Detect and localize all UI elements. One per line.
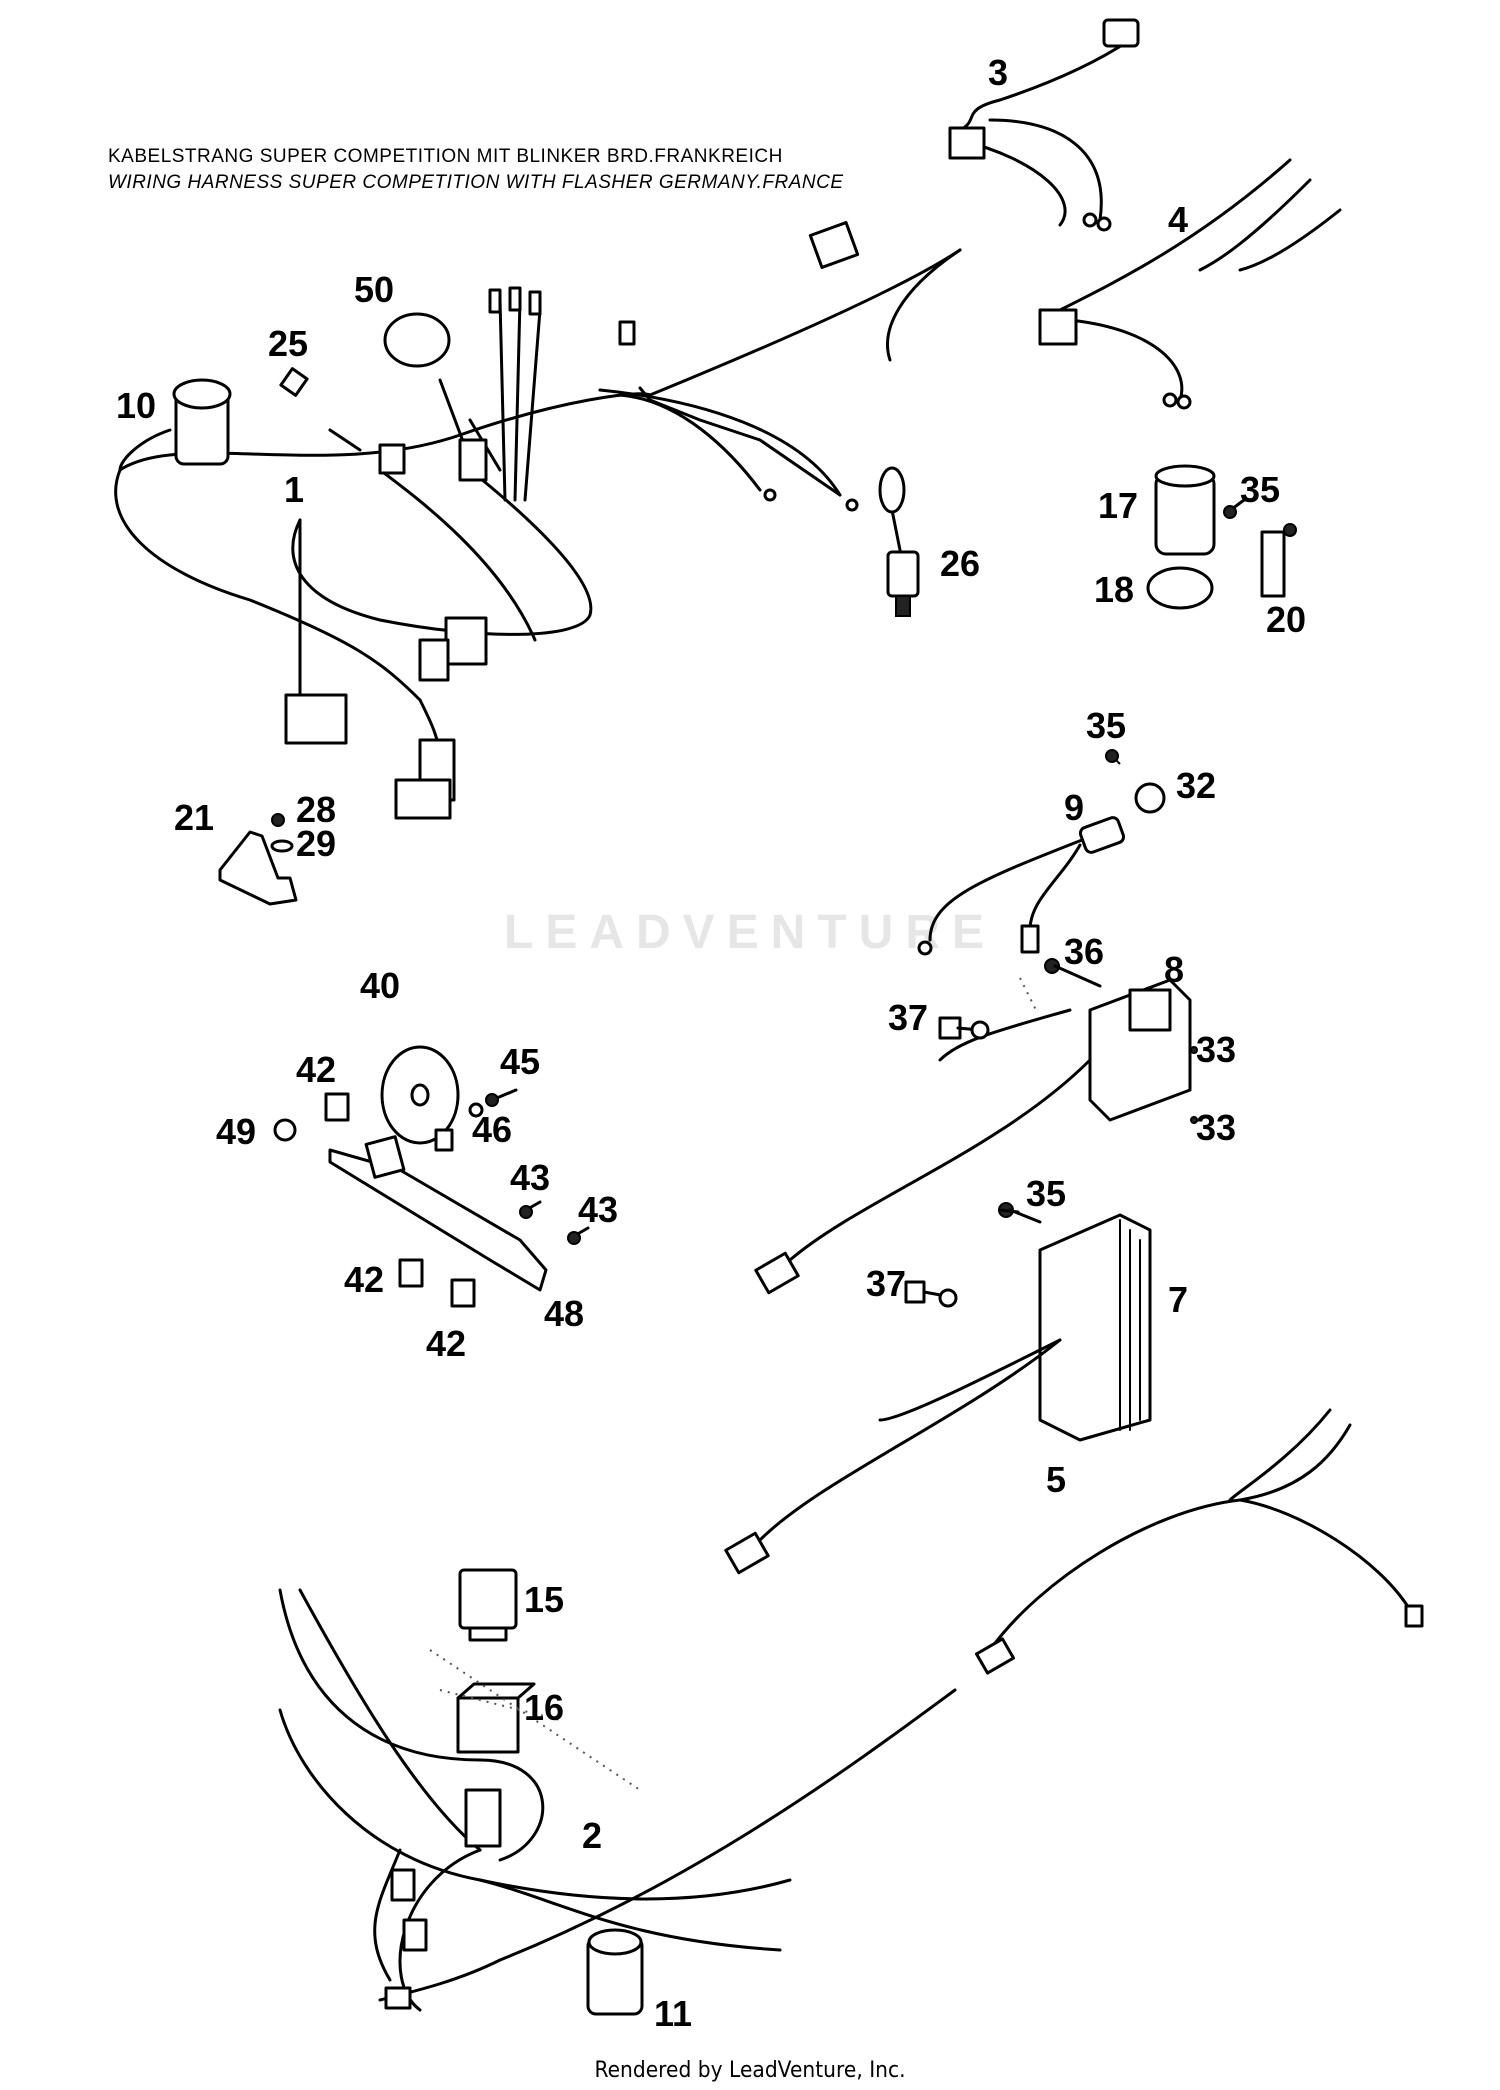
diagram-title-english: WIRING HARNESS SUPER COMPETITION WITH FL… <box>108 172 844 193</box>
screw-35-a <box>1223 498 1246 519</box>
horn-bracket-48 <box>328 1135 548 1292</box>
ignition-lock-10 <box>172 378 232 466</box>
clip-42-b <box>398 1258 424 1288</box>
regulator-8 <box>754 958 1198 1295</box>
callout-21: 21 <box>174 797 214 838</box>
callout-45: 45 <box>500 1041 540 1082</box>
callout-43: 43 <box>510 1157 550 1198</box>
screw-43-b <box>567 1226 590 1245</box>
screw-37-b <box>904 1280 958 1308</box>
screw-37-a <box>938 1016 990 1040</box>
callout-33: 33 <box>1196 1107 1236 1148</box>
bracket-20 <box>1260 523 1297 598</box>
callout-36: 36 <box>1064 931 1104 972</box>
clip-42-a <box>324 1092 350 1122</box>
callout-2: 2 <box>582 1815 602 1856</box>
callout-1: 1 <box>284 469 304 510</box>
fuse-25 <box>279 367 309 397</box>
horn-40 <box>380 1045 460 1152</box>
callout-48: 48 <box>544 1293 584 1334</box>
callout-5: 5 <box>1046 1459 1066 1500</box>
callout-35: 35 <box>1086 705 1126 746</box>
sub-harness-3 <box>948 18 1140 232</box>
ignition-coil-11 <box>586 1928 644 2016</box>
callout-35: 35 <box>1026 1173 1066 1214</box>
render-credit: Rendered by LeadVenture, Inc. <box>594 2058 906 2083</box>
flasher-16 <box>429 1649 641 1791</box>
callout-37: 37 <box>888 997 928 1038</box>
callout-numbers: 3 4 50 25 10 1 26 17 35 18 20 28 29 21 3… <box>116 52 1306 2034</box>
pressure-switch-26 <box>878 466 920 617</box>
leadventure-watermark: LEADVENTURE <box>503 906 997 959</box>
callout-33: 33 <box>1196 1029 1236 1070</box>
sub-harness-2 <box>278 1588 957 2012</box>
clip-42-c <box>450 1278 476 1308</box>
clip-32 <box>1105 749 1166 814</box>
callout-42: 42 <box>344 1259 384 1300</box>
callout-4: 4 <box>1168 199 1188 240</box>
callout-3: 3 <box>988 52 1008 93</box>
callout-37: 37 <box>866 1263 906 1304</box>
callout-50: 50 <box>354 269 394 310</box>
callout-8: 8 <box>1164 949 1184 990</box>
callout-7: 7 <box>1168 1279 1188 1320</box>
callout-15: 15 <box>524 1579 564 1620</box>
relay-15 <box>458 1568 518 1642</box>
washer-46 <box>468 1102 484 1118</box>
callout-9: 9 <box>1064 787 1084 828</box>
ring-18 <box>1146 566 1214 610</box>
callout-11: 11 <box>654 1993 692 2034</box>
cable-clamp-50 <box>383 312 451 368</box>
callout-28: 28 <box>296 789 336 830</box>
sub-harness-4 <box>1038 158 1342 410</box>
callout-46: 46 <box>472 1109 512 1150</box>
screw-43-a <box>519 1200 542 1219</box>
condenser-17 <box>1154 464 1216 556</box>
callout-25: 25 <box>268 323 308 364</box>
rectifier-7 <box>724 1202 1152 1575</box>
nut-49 <box>273 1118 297 1142</box>
callout-10: 10 <box>116 385 156 426</box>
screw-45 <box>485 1088 518 1107</box>
callout-16: 16 <box>524 1687 564 1728</box>
screw-35-c <box>998 1208 1020 1214</box>
callout-18: 18 <box>1094 569 1134 610</box>
callout-42: 42 <box>296 1049 336 1090</box>
callout-29: 29 <box>296 823 336 864</box>
callout-40: 40 <box>360 965 400 1006</box>
callout-49: 49 <box>216 1111 256 1152</box>
callout-32: 32 <box>1176 765 1216 806</box>
callout-20: 20 <box>1266 599 1306 640</box>
callout-26: 26 <box>940 543 980 584</box>
callout-35: 35 <box>1240 469 1280 510</box>
callout-42: 42 <box>426 1323 466 1364</box>
main-wiring-harness <box>114 221 962 820</box>
callout-43: 43 <box>578 1189 618 1230</box>
sub-harness-5 <box>975 1408 1424 1675</box>
mounting-plate-21 <box>218 813 298 906</box>
diode-cable-9 <box>917 816 1126 956</box>
diagram-title-german: KABELSTRANG SUPER COMPETITION MIT BLINKE… <box>108 146 783 167</box>
callout-17: 17 <box>1098 485 1138 526</box>
